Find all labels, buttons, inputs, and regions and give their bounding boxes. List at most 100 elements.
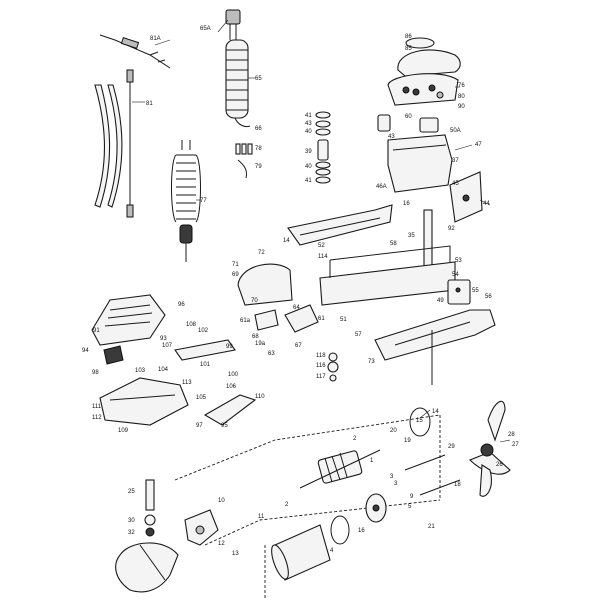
callout: 80 [458, 94, 465, 100]
part-35-shaft-tube [423, 209, 433, 271]
callout: 37 [452, 158, 459, 164]
callout: 40 [305, 164, 312, 170]
callout: 90 [458, 104, 465, 110]
callout: 19a [255, 341, 266, 347]
callout: 30 [128, 518, 135, 524]
callout: 104 [158, 367, 169, 373]
callout: 66 [255, 126, 262, 132]
callout: 96 [178, 302, 185, 308]
part-1-armature [299, 449, 381, 489]
callout: 92 [448, 226, 455, 232]
callout: 58 [390, 241, 397, 247]
callout: 2 [285, 502, 289, 508]
callout: 118 [316, 353, 326, 359]
callout: 70 [251, 298, 258, 304]
callout: 69 [232, 272, 239, 278]
callout: 1 [370, 458, 374, 464]
callout: 49 [437, 298, 444, 304]
callout: 108 [186, 322, 197, 328]
callout: 78 [255, 146, 262, 152]
callout: 102 [198, 328, 209, 334]
part-91-pedal-cover [91, 294, 166, 346]
callout: 93 [160, 336, 167, 342]
part-110-rocker [203, 394, 257, 426]
part-73-handle-arm [374, 309, 496, 385]
callout: 45 [452, 181, 459, 187]
callout: 51 [340, 317, 347, 323]
callout: 53 [455, 258, 462, 264]
callout: 114 [318, 254, 328, 260]
callout: 112 [92, 415, 102, 421]
callout: 12 [218, 541, 225, 547]
callout: 107 [162, 343, 173, 349]
callout: 26 [496, 462, 503, 468]
callout: 100 [228, 372, 239, 378]
callout: 13 [232, 551, 239, 557]
callout: 109 [118, 428, 129, 434]
callout: 16 [358, 528, 365, 534]
part-86-85-cover [387, 37, 461, 106]
callout: 65 [255, 76, 262, 82]
callout: 113 [182, 380, 192, 386]
callout: 35 [408, 233, 415, 239]
callout: 72 [258, 250, 265, 256]
callout: 86 [405, 34, 412, 40]
part-99-pedal-plate [174, 339, 236, 361]
part-65-coil-cord [225, 9, 251, 128]
callout: 60 [405, 114, 412, 120]
part-12-13-clamp [184, 509, 219, 546]
callout: 76 [458, 83, 465, 89]
callout: 2 [353, 436, 357, 442]
part-109-pedal-base [99, 377, 189, 426]
part-29-26-prop [469, 400, 511, 497]
callout: 18 [454, 482, 461, 488]
part-end-bell [365, 493, 387, 523]
callout: 28 [508, 432, 515, 438]
callout: 116 [316, 363, 326, 369]
callout: 47 [475, 142, 482, 148]
callout: 16 [403, 201, 410, 207]
callout: 19 [404, 438, 411, 444]
callout: 117 [316, 374, 326, 380]
callout-labels: 81A 81 65A 65 66 78 79 77 86 85 76 80 90… [82, 26, 519, 557]
callout: 41 [305, 178, 312, 184]
part-dashed-guides [174, 414, 441, 600]
callout: 71 [232, 262, 239, 268]
part-94-switch [103, 345, 124, 365]
callout: 81A [150, 36, 161, 42]
callout: 91 [93, 328, 100, 334]
callout: 44 [483, 201, 490, 207]
part-14-cover-rail [287, 204, 393, 246]
callout: 106 [226, 384, 237, 390]
callout: 94 [82, 348, 89, 354]
part-78-79-sleeves [235, 143, 253, 179]
part-71-69-side-cover [237, 263, 293, 306]
leader-lines [132, 19, 511, 443]
callout: 39 [305, 149, 312, 155]
callout: 65A [200, 26, 211, 32]
callout: 3 [394, 481, 398, 487]
part-18-thru-bolts [404, 454, 461, 496]
callout: 61a [240, 318, 251, 324]
callout: 5 [408, 504, 412, 510]
callout: 57 [355, 332, 362, 338]
callout: 50A [450, 128, 461, 134]
part-39-shaft-stack [315, 111, 331, 184]
callout: 40 [305, 129, 312, 135]
callout: 20 [390, 428, 397, 434]
callout: 21 [428, 524, 435, 530]
callout: 14 [432, 409, 439, 415]
callout: 95 [221, 423, 228, 429]
callout: 64 [293, 305, 300, 311]
callout: 105 [196, 395, 207, 401]
callout: 14 [283, 238, 290, 244]
callout: 10 [218, 498, 225, 504]
callout: 29 [448, 444, 455, 450]
callout: 15 [416, 418, 423, 424]
part-53-base-extrusion [319, 245, 456, 306]
callout: 9 [410, 494, 414, 500]
callout: 54 [452, 272, 459, 278]
callout: 81 [146, 101, 153, 107]
callout: 99 [226, 344, 233, 350]
